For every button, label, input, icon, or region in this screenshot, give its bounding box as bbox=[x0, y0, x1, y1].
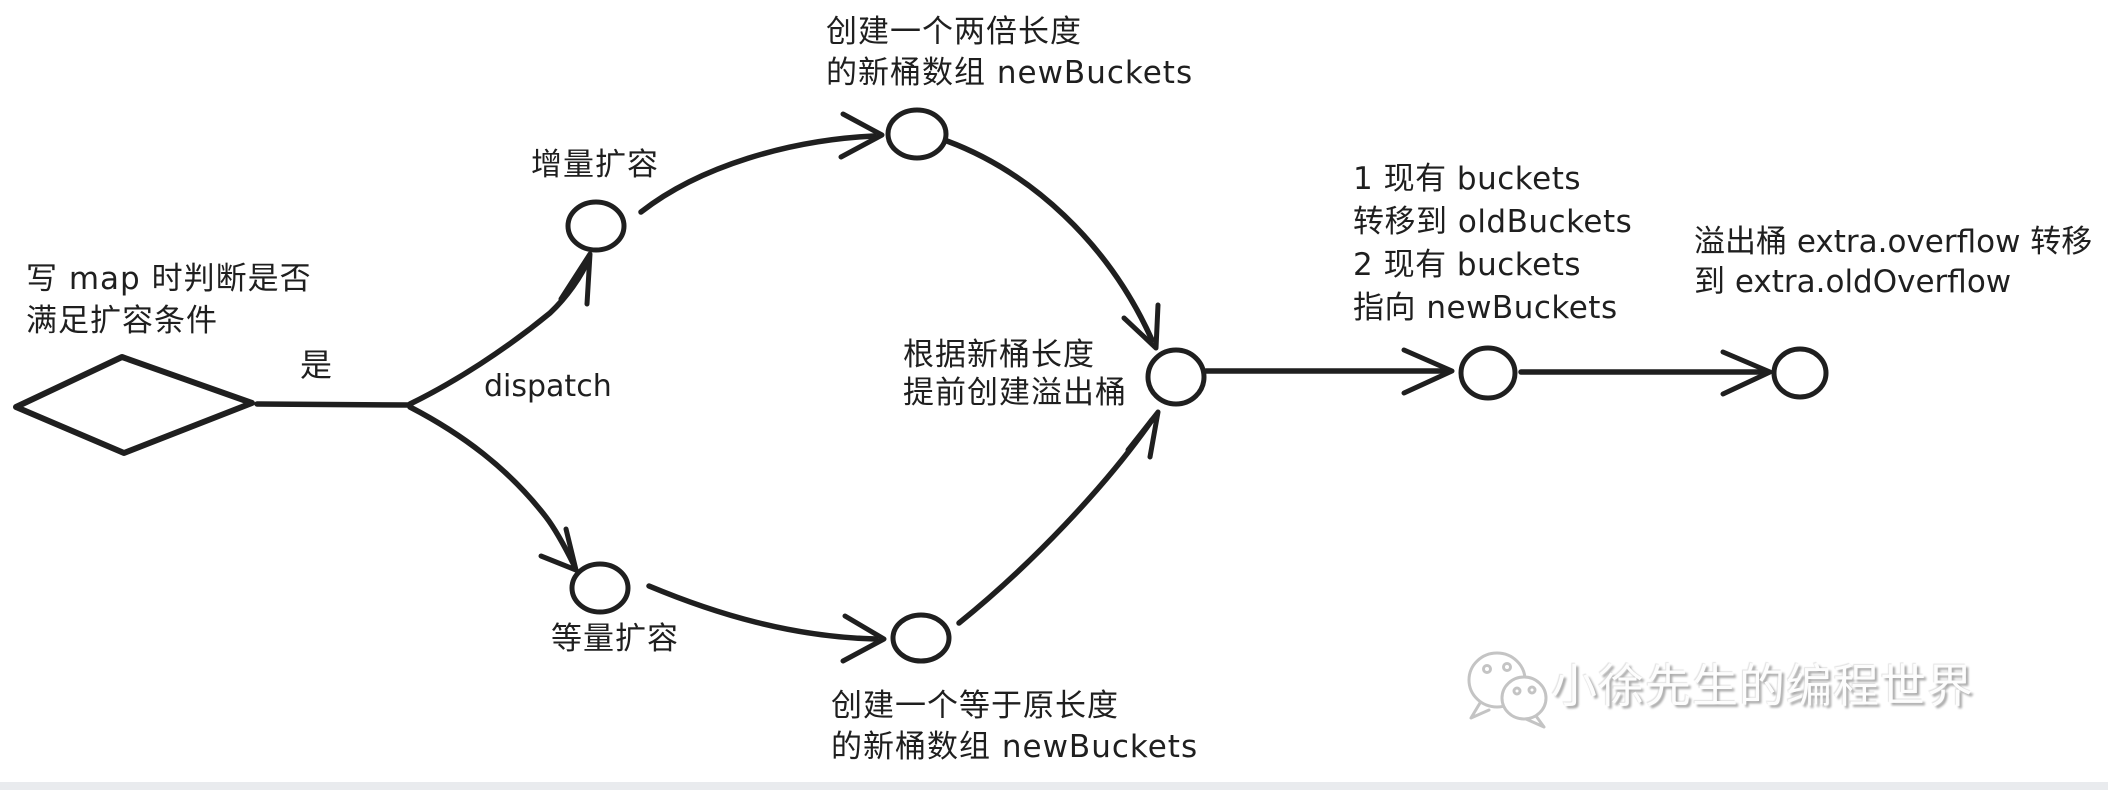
decision-diamond bbox=[13, 354, 255, 456]
edge-incremental-newbuckets bbox=[638, 133, 877, 215]
create-overflow-note-line2: 提前创建溢出桶 bbox=[903, 375, 1127, 411]
overflow-transfer-note-line1: 溢出桶 extra.overflow 转移 bbox=[1694, 224, 2093, 260]
wechat-icon bbox=[1467, 651, 1548, 729]
arrowhead-overflow-bottom bbox=[1125, 409, 1161, 460]
edge-yes bbox=[254, 401, 412, 408]
buckets-transfer-note: 1 现有 buckets 转移到 oldBuckets 2 现有 buckets… bbox=[1353, 158, 1632, 330]
condition-note-line2: 满足扩容条件 bbox=[26, 303, 218, 339]
dispatch-label: dispatch bbox=[484, 369, 612, 404]
buckets-transfer-note-line2: 转移到 oldBuckets bbox=[1353, 204, 1633, 240]
edge-newbuckets-overflow-bottom bbox=[956, 417, 1155, 626]
node-buckets-transfer bbox=[1458, 345, 1518, 401]
arrowhead-newbuckets-top bbox=[838, 111, 885, 160]
create-overflow-note-line1: 根据新桶长度 bbox=[903, 337, 1095, 373]
double-length-note: 创建一个两倍长度 的新桶数组 newBuckets bbox=[826, 12, 1193, 94]
node-create-overflow bbox=[1145, 347, 1207, 407]
double-length-note-line1: 创建一个两倍长度 bbox=[826, 14, 1082, 50]
arrowhead-equal bbox=[538, 526, 579, 573]
arrowhead-incremental bbox=[558, 251, 593, 307]
condition-note: 写 map 时判断是否 满足扩容条件 bbox=[26, 258, 312, 342]
arrowhead-oldoverflow bbox=[1720, 349, 1773, 397]
arrowhead-newbuckets-bottom bbox=[840, 613, 887, 664]
yes-label: 是 bbox=[300, 346, 334, 384]
edge-newbuckets-overflow-top bbox=[944, 138, 1155, 343]
overflow-transfer-note: 溢出桶 extra.overflow 转移 到 extra.oldOverflo… bbox=[1694, 222, 2092, 302]
double-length-note-line2: 的新桶数组 newBuckets bbox=[826, 55, 1194, 91]
buckets-transfer-note-line1: 1 现有 buckets bbox=[1353, 161, 1582, 197]
overflow-transfer-note-line2: 到 extra.oldOverflow bbox=[1694, 264, 2012, 300]
edge-equal-newbuckets bbox=[646, 583, 879, 642]
bottom-strip bbox=[0, 782, 2108, 790]
node-newbuckets-same bbox=[890, 612, 952, 664]
arrowhead-transfer bbox=[1401, 347, 1455, 396]
same-length-note-line1: 创建一个等于原长度 bbox=[831, 688, 1119, 724]
node-equal bbox=[569, 561, 631, 615]
edge-dispatch-up bbox=[407, 255, 592, 407]
arrowhead-overflow-top bbox=[1121, 302, 1161, 351]
same-length-note: 创建一个等于原长度 的新桶数组 newBuckets bbox=[831, 686, 1198, 768]
same-length-note-line2: 的新桶数组 newBuckets bbox=[831, 729, 1199, 765]
condition-note-line1: 写 map 时判断是否 bbox=[26, 261, 312, 297]
node-newbuckets-double bbox=[885, 107, 949, 161]
buckets-transfer-note-line4: 指向 newBuckets bbox=[1353, 290, 1618, 326]
watermark-text: 小徐先生的编程世界 bbox=[1551, 659, 1974, 713]
node-overflow-transfer bbox=[1771, 346, 1829, 400]
edge-dispatch-down bbox=[407, 404, 577, 568]
create-overflow-note: 根据新桶长度 提前创建溢出桶 bbox=[903, 336, 1127, 412]
incremental-branch-label: 增量扩容 bbox=[531, 147, 659, 183]
node-incremental bbox=[565, 199, 627, 253]
equal-branch-label: 等量扩容 bbox=[551, 621, 679, 657]
buckets-transfer-note-line3: 2 现有 buckets bbox=[1353, 247, 1582, 283]
